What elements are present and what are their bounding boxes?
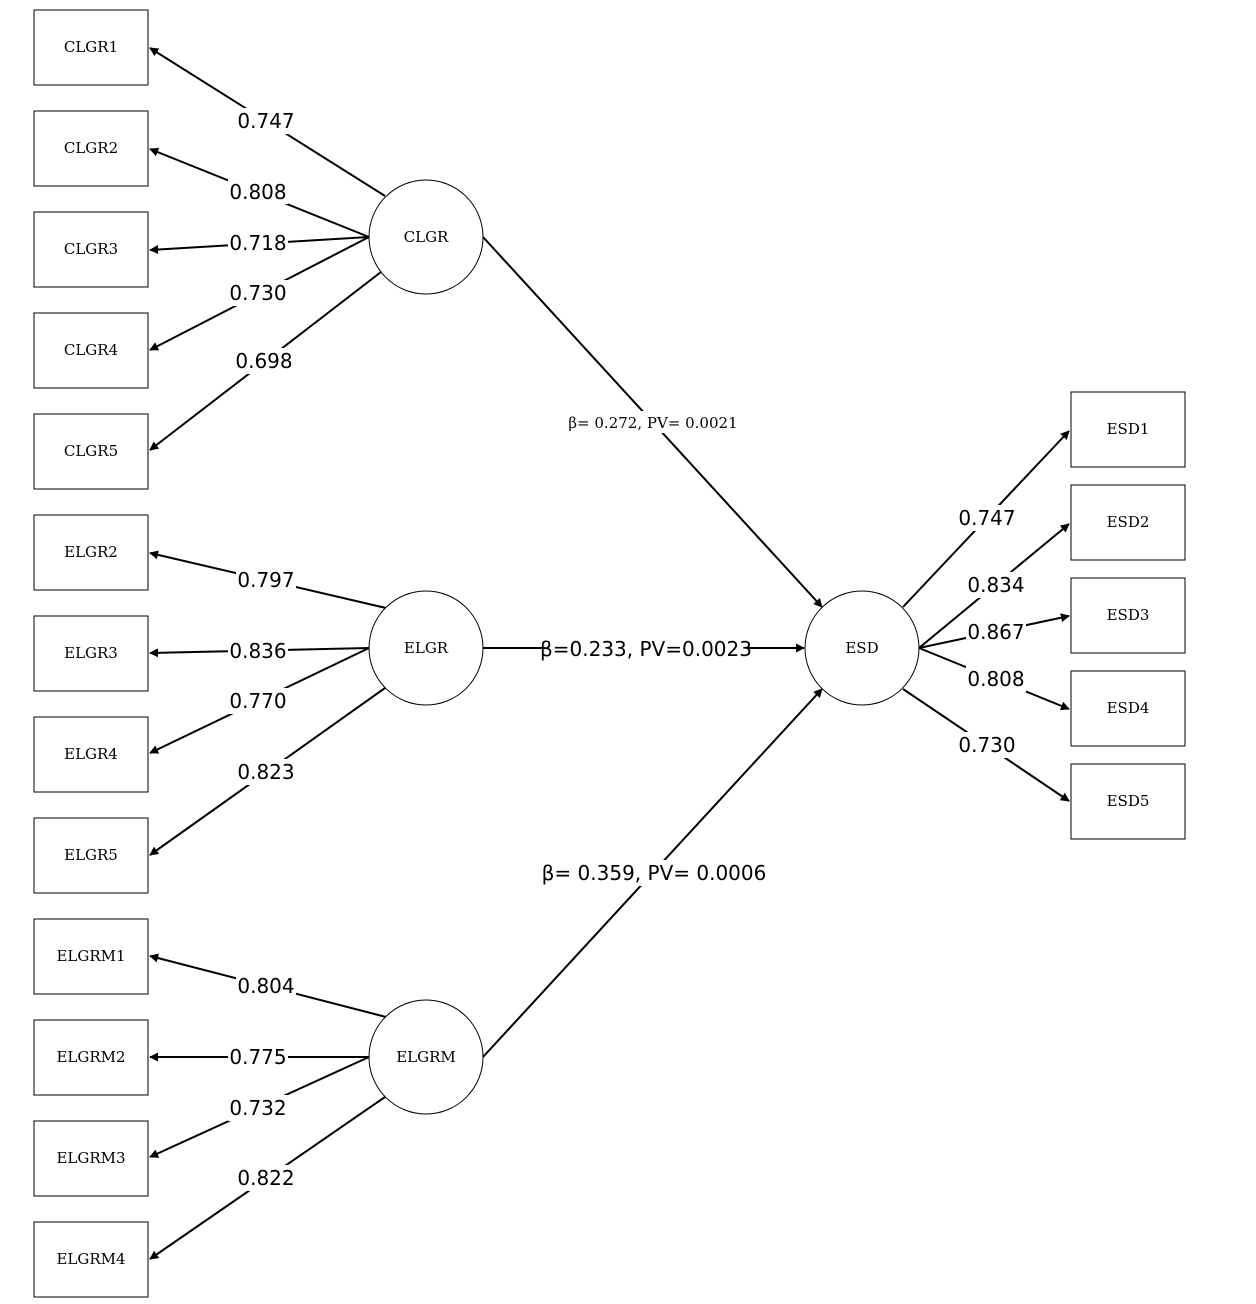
svg-text:ESD: ESD: [845, 639, 878, 657]
loading-label: 0.698: [235, 349, 292, 373]
loading-label: 0.808: [229, 180, 286, 204]
svg-text:ELGRM2: ELGRM2: [56, 1048, 125, 1066]
indicator-elgr5: ELGR5: [33, 817, 149, 894]
svg-text:β= 0.272, PV= 0.0021: β= 0.272, PV= 0.0021: [568, 414, 737, 432]
svg-text:CLGR1: CLGR1: [64, 38, 118, 56]
indicator-elgrm4: ELGRM4: [33, 1221, 149, 1298]
loading-label: 0.797: [237, 568, 294, 592]
svg-text:ESD1: ESD1: [1107, 420, 1150, 438]
indicator-esd1: ESD1: [1070, 391, 1186, 468]
path-label-clgr-esd: β= 0.272, PV= 0.0021: [566, 411, 740, 433]
indicator-clgr5: CLGR5: [33, 413, 149, 490]
path-label-elgr-esd: β=0.233, PV=0.0023: [540, 636, 752, 662]
loading-label: 0.804: [237, 974, 294, 998]
svg-text:ELGRM3: ELGRM3: [56, 1149, 125, 1167]
construct-esd: ESD: [804, 590, 920, 706]
svg-text:CLGR5: CLGR5: [64, 442, 118, 460]
loading-label: 0.770: [229, 689, 286, 713]
svg-text:ESD3: ESD3: [1107, 606, 1150, 624]
svg-text:CLGR4: CLGR4: [64, 341, 118, 359]
svg-text:ELGR4: ELGR4: [64, 745, 118, 763]
svg-text:β=0.233, PV=0.0023: β=0.233, PV=0.0023: [540, 637, 752, 661]
indicator-elgr4: ELGR4: [33, 716, 149, 793]
loading-label: 0.823: [237, 760, 294, 784]
loading-labels-elgr: 0.797 0.836 0.770 0.823: [228, 567, 296, 785]
indicator-esd5: ESD5: [1070, 763, 1186, 840]
indicator-clgr1: CLGR1: [33, 9, 149, 86]
loading-label: 0.730: [958, 733, 1015, 757]
svg-text:β= 0.359, PV= 0.0006: β= 0.359, PV= 0.0006: [542, 861, 767, 885]
indicator-clgr2: CLGR2: [33, 110, 149, 187]
construct-elgrm: ELGRM: [368, 999, 484, 1115]
indicator-esd2: ESD2: [1070, 484, 1186, 561]
svg-text:ESD4: ESD4: [1107, 699, 1150, 717]
svg-text:ELGR3: ELGR3: [64, 644, 118, 662]
indicator-elgrm3: ELGRM3: [33, 1120, 149, 1197]
loading-label: 0.867: [967, 620, 1024, 644]
path-label-elgrm-esd: β= 0.359, PV= 0.0006: [542, 860, 767, 886]
loading-label: 0.718: [229, 231, 286, 255]
loading-label: 0.822: [237, 1166, 294, 1190]
indicator-elgrm1: ELGRM1: [33, 918, 149, 995]
svg-text:ELGRM: ELGRM: [396, 1048, 456, 1066]
svg-text:CLGR3: CLGR3: [64, 240, 118, 258]
svg-text:ELGR: ELGR: [404, 639, 449, 657]
loading-labels-esd: 0.747 0.834 0.867 0.808 0.730: [957, 505, 1026, 758]
svg-text:CLGR: CLGR: [404, 228, 449, 246]
loading-label: 0.730: [229, 281, 286, 305]
loading-label: 0.808: [967, 667, 1024, 691]
indicator-elgr3: ELGR3: [33, 615, 149, 692]
loading-label: 0.747: [237, 109, 294, 133]
loading-labels-elgrm: 0.804 0.775 0.732 0.822: [228, 973, 296, 1191]
loading-label: 0.834: [967, 573, 1024, 597]
svg-text:ELGRM1: ELGRM1: [56, 947, 125, 965]
svg-text:ELGR2: ELGR2: [64, 543, 118, 561]
svg-text:ESD5: ESD5: [1107, 792, 1150, 810]
indicator-esd3: ESD3: [1070, 577, 1186, 654]
loading-label: 0.732: [229, 1096, 286, 1120]
svg-text:ELGRM4: ELGRM4: [56, 1250, 125, 1268]
loading-labels-clgr: 0.747 0.808 0.718 0.730 0.698: [228, 108, 296, 374]
loading-label: 0.836: [229, 639, 286, 663]
loading-label: 0.747: [958, 506, 1015, 530]
loading-label: 0.775: [229, 1045, 286, 1069]
indicator-clgr3: CLGR3: [33, 211, 149, 288]
construct-clgr: CLGR: [368, 179, 484, 295]
indicator-clgr4: CLGR4: [33, 312, 149, 389]
svg-text:ESD2: ESD2: [1107, 513, 1150, 531]
svg-text:ELGR5: ELGR5: [64, 846, 118, 864]
svg-text:CLGR2: CLGR2: [64, 139, 118, 157]
indicator-esd4: ESD4: [1070, 670, 1186, 747]
indicator-elgrm2: ELGRM2: [33, 1019, 149, 1096]
construct-elgr: ELGR: [368, 590, 484, 706]
indicator-elgr2: ELGR2: [33, 514, 149, 591]
